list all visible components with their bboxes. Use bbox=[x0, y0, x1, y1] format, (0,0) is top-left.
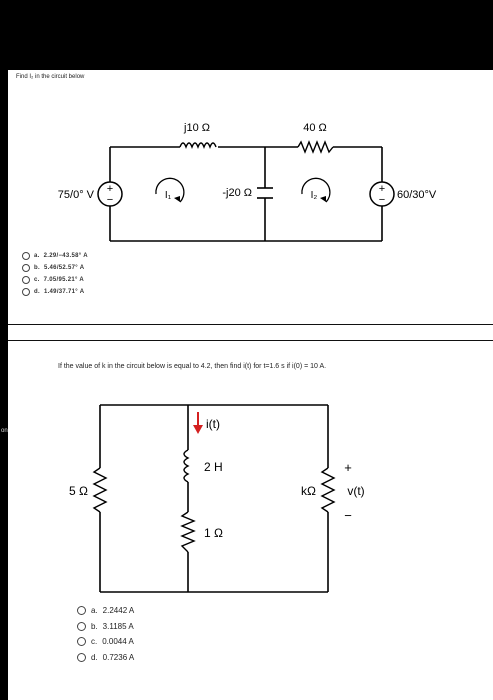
option-text: 0.7236 A bbox=[102, 652, 135, 662]
label-resistor: 40 Ω bbox=[303, 122, 327, 134]
radio-button[interactable] bbox=[77, 637, 86, 647]
option-text: 2.2442 A bbox=[102, 606, 135, 616]
label-capacitor: -j20 Ω bbox=[222, 187, 252, 199]
label-dep-resistor: kΩ bbox=[301, 484, 316, 498]
q1-option-c[interactable]: c.7.05/95.21° A bbox=[22, 274, 88, 286]
source-left-plus: + bbox=[107, 183, 113, 195]
source-right-plus: + bbox=[379, 183, 385, 195]
label-i1: I₁ bbox=[165, 190, 172, 201]
label-i2: I₂ bbox=[311, 190, 318, 201]
label-source-right: 60/30°V bbox=[397, 189, 437, 201]
label-inductor: 2 H bbox=[204, 460, 223, 474]
question1-options: a.2.29/−43.58° A b.5.46/52.57° A c.7.05/… bbox=[22, 250, 88, 298]
question1-prompt: Find I₂ in the circuit below bbox=[16, 74, 85, 80]
option-text: 1.49/37.71° A bbox=[43, 289, 85, 295]
question2-prompt: If the value of k in the circuit below i… bbox=[58, 363, 327, 370]
option-text: 0.0044 A bbox=[102, 637, 134, 647]
section-divider-bottom bbox=[8, 340, 493, 341]
question2-options: a. 2.2442 A b. 3.1185 A c. 0.0044 A d. 0.723… bbox=[77, 603, 134, 665]
option-text: 7.05/95.21° A bbox=[43, 277, 85, 283]
source-left-minus: − bbox=[107, 194, 113, 206]
radio-button[interactable] bbox=[22, 252, 30, 260]
option-letter: a. bbox=[34, 253, 40, 259]
q1-option-d[interactable]: d.1.49/37.71° A bbox=[22, 286, 88, 298]
option-letter: c. bbox=[91, 637, 98, 647]
voltage-source-right bbox=[369, 181, 395, 207]
label-left-resistor: 5 Ω bbox=[69, 484, 88, 498]
radio-button[interactable] bbox=[77, 606, 86, 616]
arrowhead-i2 bbox=[320, 196, 326, 202]
ac-circuit-diagram: + − + − j10 Ω 40 Ω -j20 Ω 75/0° V 60/30°… bbox=[58, 122, 437, 242]
option-letter: b. bbox=[34, 265, 40, 271]
q2-option-a[interactable]: a. 2.2442 A bbox=[77, 603, 134, 619]
resistor-1ohm bbox=[180, 511, 196, 553]
mesh-arrow-i1 bbox=[155, 177, 185, 203]
label-current: i(t) bbox=[206, 417, 220, 431]
q2-option-d[interactable]: d. 0.7236 A bbox=[77, 650, 134, 666]
section-divider-top bbox=[8, 324, 493, 325]
resistor-5ohm bbox=[92, 467, 108, 513]
option-letter: d. bbox=[34, 289, 40, 295]
rl-circuit-diagram: i(t) 2 H 1 Ω 5 Ω kΩ + v(t) − bbox=[69, 404, 365, 593]
inductor-2h bbox=[183, 449, 190, 483]
radio-button[interactable] bbox=[22, 276, 30, 284]
option-letter: a. bbox=[91, 606, 98, 616]
voltage-source-left bbox=[97, 181, 123, 207]
label-mid-resistor: 1 Ω bbox=[204, 526, 223, 540]
mesh-arrow-i2 bbox=[301, 177, 331, 203]
option-letter: b. bbox=[91, 621, 98, 631]
option-text: 2.29/−43.58° A bbox=[43, 253, 88, 259]
question-page: Find I₂ in the circuit below bbox=[8, 70, 493, 700]
radio-button[interactable] bbox=[77, 652, 86, 662]
radio-button[interactable] bbox=[22, 288, 30, 296]
label-minus: − bbox=[344, 508, 352, 523]
q1-option-b[interactable]: b.5.46/52.57° A bbox=[22, 262, 88, 274]
q2-option-c[interactable]: c. 0.0044 A bbox=[77, 634, 134, 650]
option-text: 3.1185 A bbox=[102, 621, 134, 631]
label-source-left: 75/0° V bbox=[58, 189, 95, 201]
resistor-k bbox=[320, 467, 336, 513]
radio-button[interactable] bbox=[77, 621, 86, 631]
side-label: on bbox=[1, 428, 8, 434]
q1-option-a[interactable]: a.2.29/−43.58° A bbox=[22, 250, 88, 262]
radio-button[interactable] bbox=[22, 264, 30, 272]
option-letter: c. bbox=[34, 277, 40, 283]
q2-option-b[interactable]: b. 3.1185 A bbox=[77, 619, 134, 635]
label-voltage: v(t) bbox=[347, 484, 364, 498]
label-plus: + bbox=[344, 460, 352, 475]
inductor-j10 bbox=[179, 142, 217, 149]
source-right-minus: − bbox=[379, 194, 385, 206]
label-inductor: j10 Ω bbox=[183, 122, 210, 134]
arrowhead-i1 bbox=[174, 196, 180, 202]
current-arrowhead bbox=[193, 425, 203, 434]
resistor-40 bbox=[297, 140, 334, 154]
option-letter: d. bbox=[91, 652, 98, 662]
option-text: 5.46/52.57° A bbox=[43, 265, 85, 271]
